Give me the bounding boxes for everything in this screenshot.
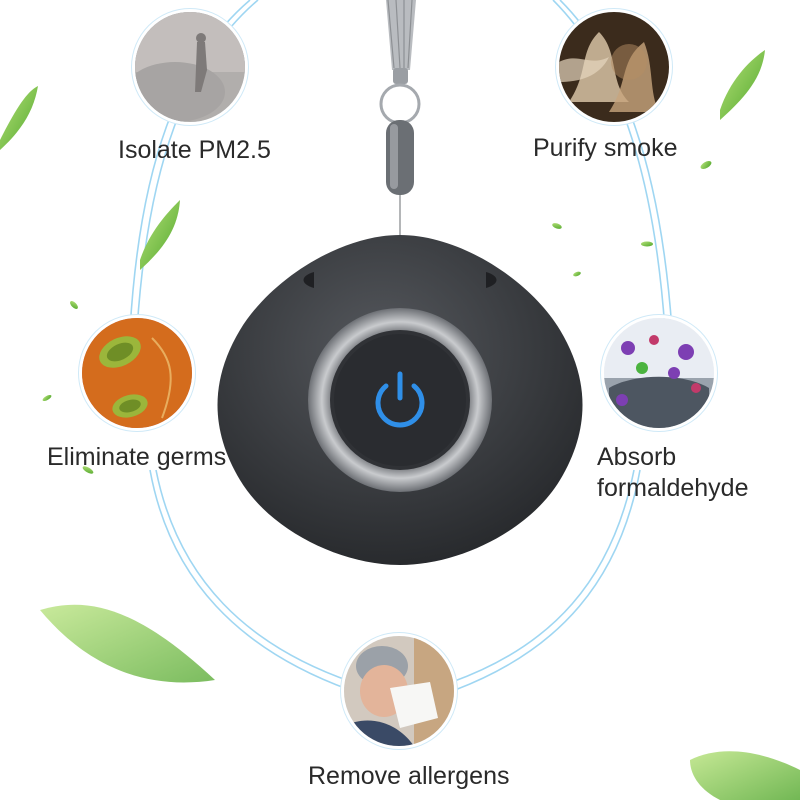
germs-photo [82,318,192,428]
feature-label-allergens: Remove allergens [308,762,510,790]
allergens-photo [344,636,454,746]
power-icon [375,371,425,428]
smoke-photo [559,12,669,122]
formaldehyde-photo [604,318,714,428]
feature-label-germs: Eliminate germs [47,443,227,471]
pm25-photo [135,12,245,122]
feature-label-formaldehyde: Absorb formaldehyde [597,442,797,504]
feature-label-formaldehyde-line2: formaldehyde [597,474,749,502]
lanyard [379,0,421,240]
leaf-icon [0,50,800,800]
feature-label-pm25: Isolate PM2.5 [118,136,271,164]
feature-label-formaldehyde-line1: Absorb [597,443,677,471]
feature-label-smoke: Purify smoke [533,134,678,162]
